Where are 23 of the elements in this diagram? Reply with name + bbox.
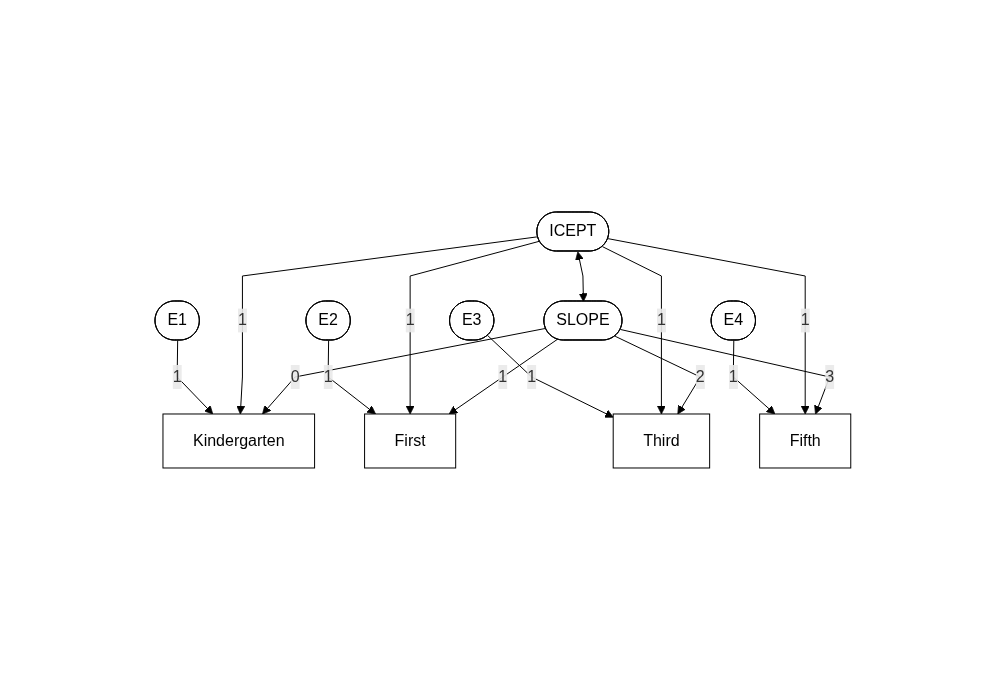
arrow xyxy=(574,251,588,302)
node-box: Fifth xyxy=(758,413,851,469)
edge-label: 1 xyxy=(323,367,333,385)
arrow xyxy=(607,238,810,415)
edge-label: 1 xyxy=(800,311,810,329)
edge-label: 1 xyxy=(526,367,536,385)
node-box: Kindergarten xyxy=(162,413,315,469)
edge-label: 1 xyxy=(237,311,247,329)
edge-label: 1 xyxy=(728,367,738,385)
edge-label: 2 xyxy=(695,367,705,385)
arrow xyxy=(601,246,666,415)
edge-label: 1 xyxy=(405,311,415,329)
node-box: Third xyxy=(612,413,710,469)
node-box: First xyxy=(363,413,456,469)
arrow xyxy=(448,338,558,415)
arrow xyxy=(732,340,775,415)
edge-label: 1 xyxy=(497,367,507,385)
arrow xyxy=(405,240,540,415)
arrow xyxy=(486,335,614,418)
edge-label: 0 xyxy=(290,367,300,385)
edge-label: 1 xyxy=(656,311,666,329)
edge-label: 1 xyxy=(172,367,182,385)
edge-label: 3 xyxy=(824,367,834,385)
